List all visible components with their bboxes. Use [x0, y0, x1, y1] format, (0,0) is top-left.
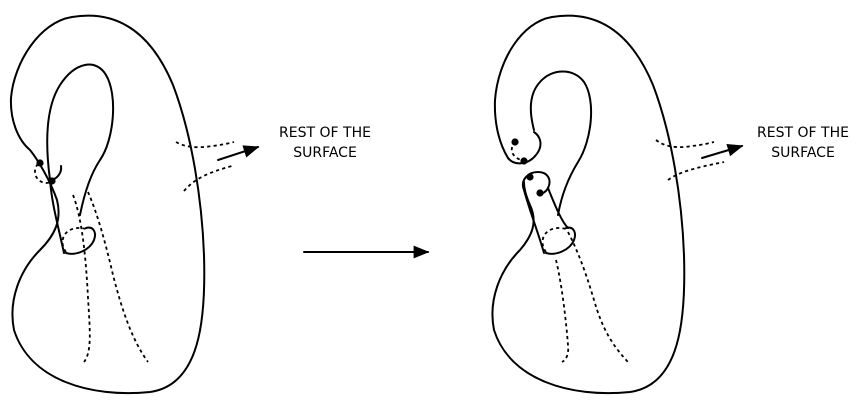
left-surface	[9, 14, 235, 395]
right-surface	[491, 14, 725, 395]
left-outer-outline	[9, 14, 206, 395]
right-handle-upper-loop	[507, 131, 542, 165]
right-rest-label-line1: REST OF THE	[757, 125, 849, 141]
right-tube-dash-right	[567, 231, 629, 363]
left-rest-arrow	[217, 145, 260, 161]
left-tube-dash-left	[72, 194, 91, 363]
left-inner-loop	[46, 63, 115, 254]
left-rest-label-line1: REST OF THE	[279, 125, 371, 141]
right-upper-dot2	[520, 157, 528, 165]
right-rest-arrow	[701, 144, 744, 159]
right-rest-dash-upper	[655, 139, 715, 148]
right-rest-label-line2: SURFACE	[771, 145, 835, 161]
left-upper-dot	[36, 159, 44, 167]
right-outer-outline	[491, 14, 686, 395]
right-upper-dot1	[511, 138, 519, 146]
right-lower-dot2	[536, 189, 544, 197]
left-rest-dash-lower	[183, 165, 233, 192]
right-rest-dash-lower	[667, 161, 725, 181]
left-tube-dash-right	[87, 191, 149, 363]
left-rest-dash-upper	[175, 141, 235, 149]
right-tube-right-side	[547, 187, 569, 229]
right-tube-left-side	[523, 189, 545, 254]
left-handle-lower-back	[61, 227, 87, 253]
right-tube-bottom-back	[541, 227, 567, 253]
right-inner-loop	[529, 70, 593, 216]
right-tube-dash-left	[555, 259, 570, 363]
left-handle-lower-rim	[65, 226, 96, 255]
right-tube-bottom-rim	[545, 226, 576, 255]
right-lower-dot1	[526, 173, 534, 181]
left-rest-label-line2: SURFACE	[293, 145, 357, 161]
left-lower-dot	[48, 177, 56, 185]
right-outer-top-left	[493, 16, 553, 159]
